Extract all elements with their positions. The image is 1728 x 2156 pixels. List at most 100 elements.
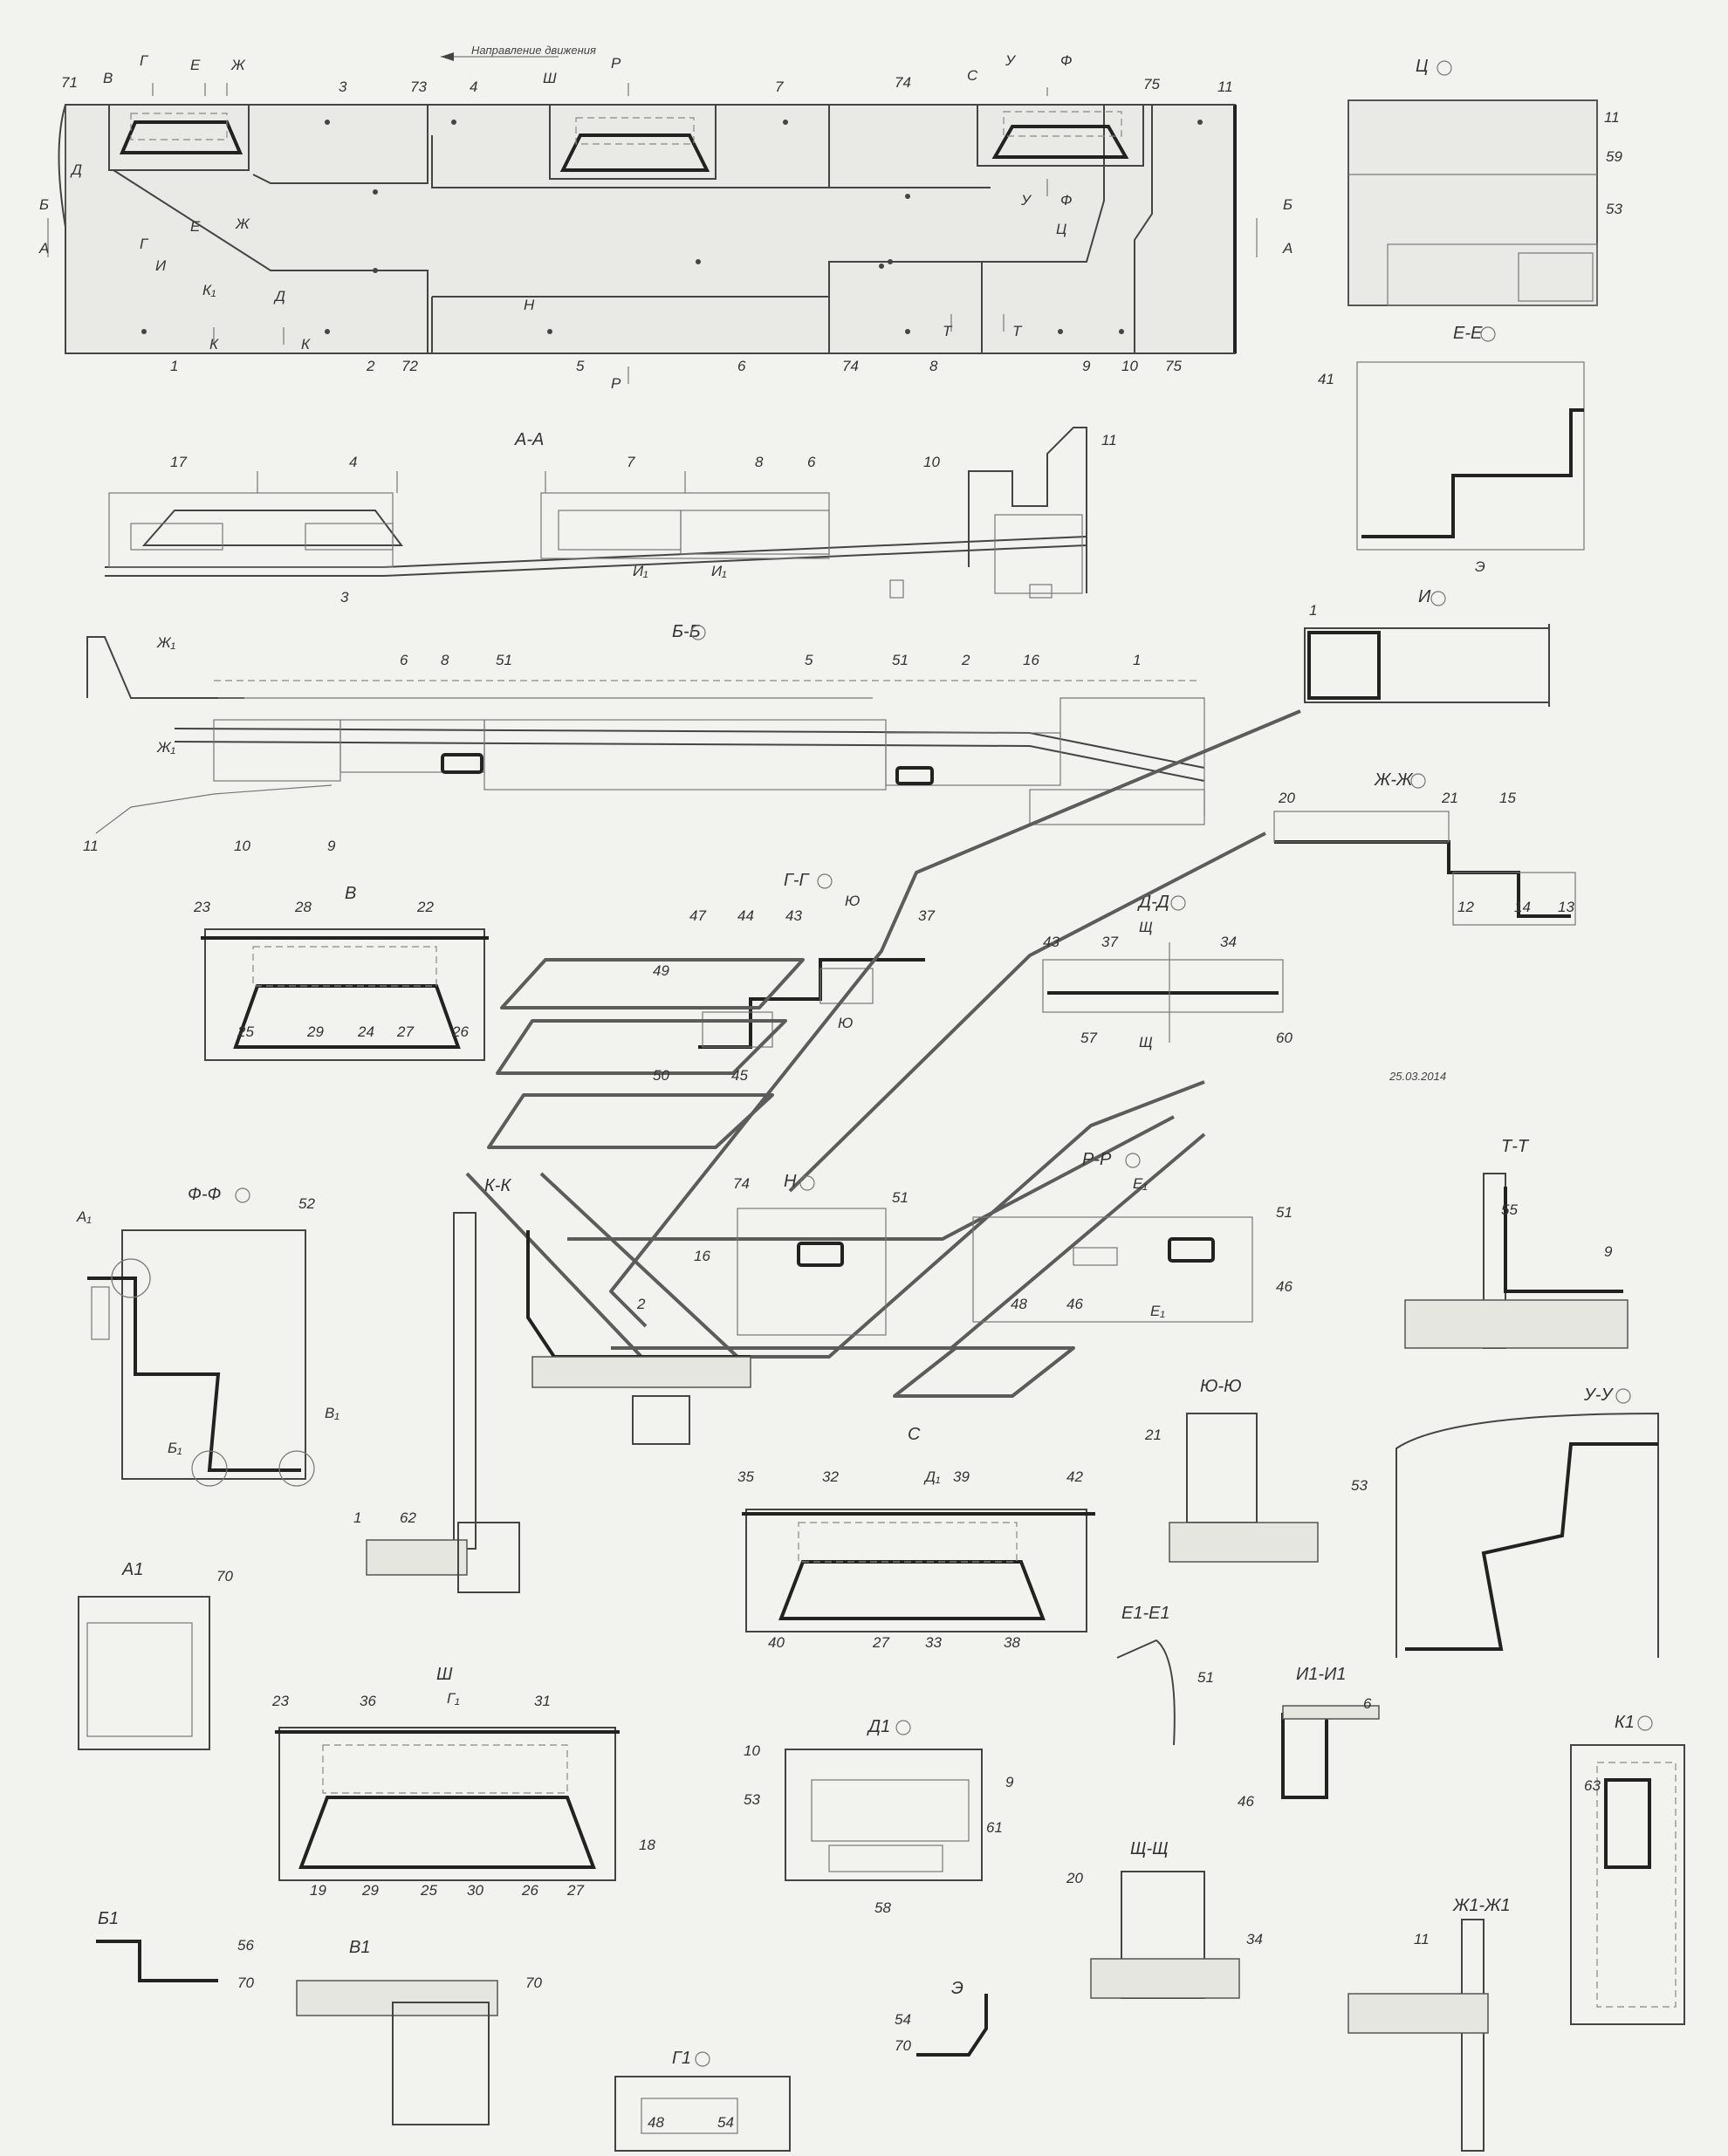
part-label: 7 [775, 79, 784, 95]
date-stamp: 25.03.2014 [1389, 1070, 1446, 1083]
section-shsh: Щ-Щ [1090, 1839, 1240, 1999]
part-label: 2 [961, 652, 970, 668]
part-label: Т [1012, 323, 1023, 339]
part-label: 25 [420, 1882, 437, 1899]
section-i1i1: И1-И1 [1281, 1665, 1380, 1799]
part-label: 11 [1217, 79, 1233, 95]
part-label: И₁ [633, 563, 648, 579]
part-label: 28 [294, 899, 312, 915]
direction-label: Направление движения [471, 44, 596, 57]
part-label: 75 [1165, 358, 1182, 374]
part-label: 27 [566, 1882, 584, 1899]
part-label: Ю [838, 1015, 853, 1031]
part-label: С [967, 67, 978, 84]
wheel-arch-rear [977, 104, 1144, 167]
part-label: 70 [237, 1975, 254, 1991]
part-label: 2 [366, 358, 375, 374]
svg-text:И: И [1418, 587, 1431, 606]
part-label: 21 [1144, 1427, 1162, 1443]
part-label: 53 [1351, 1477, 1368, 1494]
part-label: И [155, 257, 167, 274]
part-label: 10 [234, 838, 250, 854]
part-label: 22 [416, 899, 434, 915]
part-label: 9 [327, 838, 336, 854]
part-label: А [1282, 240, 1293, 257]
svg-text:Э: Э [951, 1979, 963, 1998]
section-zhzh: Ж-Ж [1273, 770, 1576, 926]
part-label: Н [524, 297, 535, 313]
part-label: А [38, 240, 49, 257]
section-aa-title: А-А [514, 430, 544, 449]
part-label: 6 [1363, 1695, 1372, 1712]
svg-text:Ю-Ю: Ю-Ю [1200, 1377, 1242, 1396]
part-label: 34 [1220, 934, 1237, 950]
part-label: 71 [61, 74, 78, 91]
part-label: К [209, 336, 219, 352]
part-label: 18 [639, 1837, 655, 1853]
detail-g1: Г1 [614, 2049, 791, 2152]
svg-text:Ш: Ш [436, 1665, 453, 1684]
part-label: 54 [717, 2114, 734, 2131]
part-label: 9 [1082, 358, 1091, 374]
part-label: 39 [953, 1468, 970, 1485]
part-label: Е₁ [1133, 1175, 1148, 1192]
svg-text:Б1: Б1 [98, 1909, 119, 1928]
section-yuyu: Ю-Ю [1169, 1377, 1319, 1563]
part-label: 33 [925, 1634, 942, 1651]
part-label: 11 [1414, 1931, 1430, 1947]
part-label: Щ [1139, 919, 1153, 935]
part-label: Е [190, 218, 201, 235]
part-label: 56 [237, 1937, 254, 1954]
part-label: 10 [744, 1742, 760, 1759]
part-label: 32 [822, 1468, 839, 1485]
part-label: Ф [1060, 52, 1073, 69]
part-label: В [103, 70, 113, 86]
part-label: Д₁ [923, 1468, 940, 1485]
part-label: 8 [441, 652, 449, 668]
part-label: 51 [1276, 1204, 1293, 1221]
plan-view: Направление движения [47, 44, 1258, 384]
part-label: 15 [1499, 790, 1516, 806]
part-label: Ж [230, 57, 246, 73]
part-label: 59 [1606, 148, 1622, 165]
part-label: Е₁ [1150, 1303, 1165, 1319]
part-label: 54 [895, 2011, 911, 2028]
part-label: 20 [1066, 1870, 1083, 1886]
svg-text:Е1-Е1: Е1-Е1 [1121, 1604, 1170, 1623]
part-label: 42 [1066, 1468, 1083, 1485]
wheel-arch-front [108, 104, 250, 171]
part-label: Ш [543, 70, 557, 86]
part-label: 74 [842, 358, 859, 374]
part-label: 5 [576, 358, 585, 374]
part-label: 43 [785, 907, 802, 924]
part-label: В₁ [325, 1405, 339, 1421]
section-kk: К-К [366, 1176, 751, 1593]
part-label: Ю [845, 893, 860, 909]
part-label: 1 [1309, 602, 1317, 619]
part-label: Г₁ [447, 1690, 460, 1707]
part-label: 10 [1121, 358, 1138, 374]
part-label: 50 [653, 1067, 669, 1084]
part-label: К [301, 336, 311, 352]
view-ts: Ц [1347, 57, 1598, 306]
part-label: 5 [805, 652, 813, 668]
section-tt: Т-Т [1404, 1137, 1629, 1349]
part-label: 72 [401, 358, 418, 374]
svg-text:К1: К1 [1615, 1713, 1635, 1732]
part-label: 21 [1441, 790, 1458, 806]
part-label: 34 [1246, 1931, 1263, 1947]
part-label: 37 [918, 907, 935, 924]
part-label: 75 [1143, 76, 1160, 92]
part-label: Б [39, 196, 49, 213]
part-label: 37 [1101, 934, 1118, 950]
part-label: Э [1475, 558, 1485, 575]
part-label: 70 [525, 1975, 542, 1991]
part-label: 52 [298, 1195, 315, 1212]
part-label: 62 [400, 1509, 416, 1526]
part-label: 16 [694, 1248, 710, 1264]
part-label: Б [1283, 196, 1293, 213]
part-label: 73 [410, 79, 427, 95]
part-label: Ж₁ [156, 739, 175, 756]
part-label: Ж [235, 216, 250, 232]
svg-text:Ц: Ц [1416, 57, 1429, 76]
